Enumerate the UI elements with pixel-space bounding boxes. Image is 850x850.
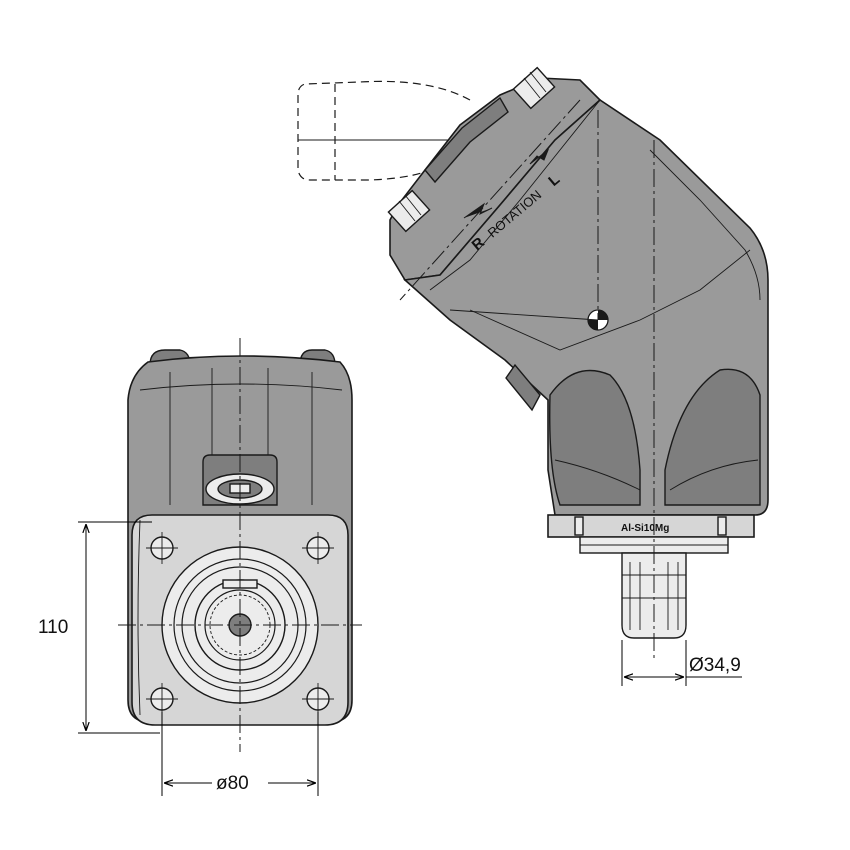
front-view-bolt-holes — [146, 532, 334, 715]
side-view-edge — [469, 249, 751, 351]
front-view-flange-edge — [137, 519, 141, 716]
side-view-bolt-top — [512, 66, 556, 110]
side-view-centerline-angled — [399, 99, 581, 301]
front-view-edge — [139, 383, 343, 391]
side-view-lobe-left — [549, 369, 641, 506]
side-view-flange-bolt — [717, 516, 727, 536]
side-view-flange-bolt — [574, 516, 584, 536]
side-view-shaft — [621, 552, 687, 639]
dimension-bolt-circle — [161, 712, 319, 796]
side-view-port-face — [424, 96, 509, 184]
dimension-height — [78, 521, 160, 734]
front-view — [118, 338, 362, 752]
dimension-bolt-circle-label: ø80 — [216, 773, 249, 794]
side-view-edge — [429, 99, 601, 291]
side-view-side-stub — [505, 363, 541, 412]
rotation-arrow-left-icon — [529, 148, 550, 165]
side-view-bolt-bottom — [387, 189, 431, 233]
side-view-edge — [649, 149, 761, 301]
dimension-shaft-label: Ø34,9 — [689, 655, 741, 676]
side-view-alt-port-outline — [297, 80, 471, 181]
material-label: Al-Si10Mg — [621, 523, 669, 534]
side-view-lobe-right — [664, 368, 761, 506]
dimension-shaft — [621, 640, 742, 686]
dimension-height-label: 110 — [38, 617, 68, 638]
side-view — [297, 66, 769, 660]
